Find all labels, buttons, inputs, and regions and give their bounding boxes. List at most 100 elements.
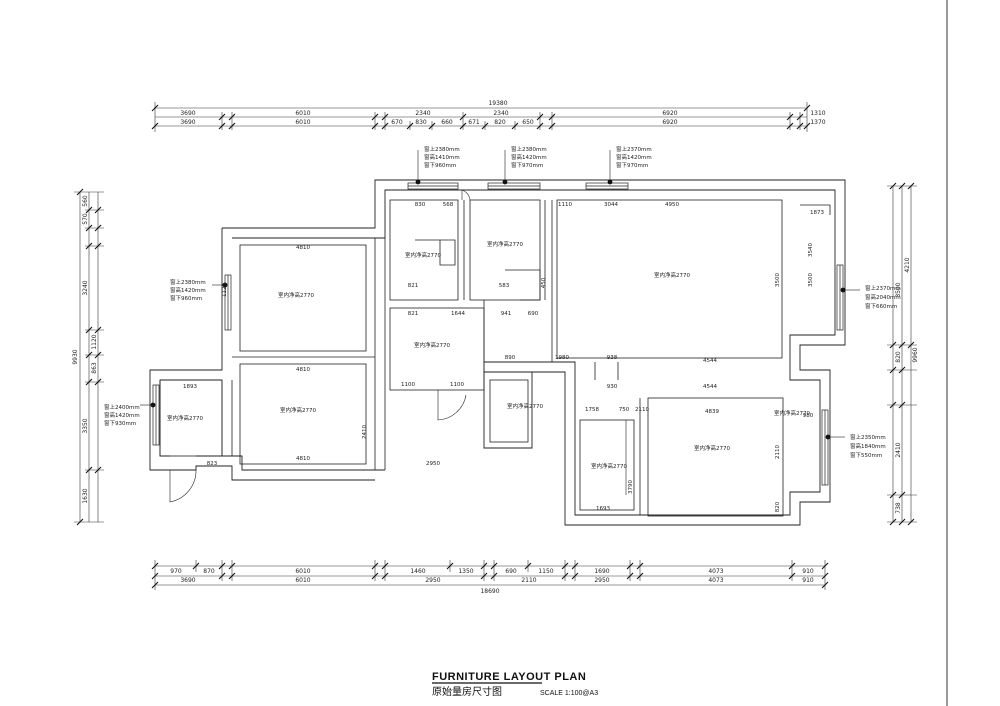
svg-text:4210: 4210 [904,257,911,272]
svg-text:6010: 6010 [295,110,310,117]
svg-text:3690: 3690 [180,119,195,126]
svg-text:1893: 1893 [183,384,197,390]
svg-text:830: 830 [415,119,427,126]
title-english: FURNITURE LAYOUT PLAN [432,671,586,683]
svg-text:室内净高2770: 室内净高2770 [487,240,523,248]
svg-text:980: 980 [803,413,814,419]
svg-text:1120: 1120 [222,283,228,297]
svg-text:6010: 6010 [295,568,310,575]
svg-text:窗上2380mm: 窗上2380mm [511,145,547,153]
svg-text:室内净高2770: 室内净高2770 [694,444,730,452]
bottom-row1-labels: 970 870 6010 1460 1350 690 1150 1690 407… [170,568,814,575]
svg-text:671: 671 [468,119,480,126]
svg-text:窗高2040mm: 窗高2040mm [865,293,901,301]
svg-text:1644: 1644 [451,311,465,317]
svg-text:820: 820 [494,119,506,126]
svg-text:3690: 3690 [180,110,195,117]
svg-text:3500: 3500 [895,282,902,297]
left-overall-dim: 9930 [72,349,79,364]
right-segment-labels: 4210 3500 820 2410 738 [895,257,911,514]
svg-text:窗下930mm: 窗下930mm [104,419,136,427]
svg-text:1150: 1150 [538,568,553,575]
svg-text:窗上2400mm: 窗上2400mm [104,403,140,411]
svg-text:690: 690 [528,311,539,317]
bottom-overall-dim: 18690 [480,588,499,595]
svg-text:4544: 4544 [703,358,717,364]
svg-text:1100: 1100 [450,382,464,388]
svg-text:941: 941 [501,311,512,317]
svg-text:4544: 4544 [703,384,717,390]
window-note-6: 窗上2400mm 窗高1420mm 窗下930mm [104,403,140,427]
window-note-2: 窗上2380mm 窗高1420mm 窗下970mm [511,145,547,169]
svg-text:4810: 4810 [296,456,310,462]
svg-text:2950: 2950 [426,461,440,467]
svg-text:窗高1420mm: 窗高1420mm [511,153,547,161]
svg-text:863: 863 [91,362,98,374]
svg-text:窗高1420mm: 窗高1420mm [104,411,140,419]
svg-text:1693: 1693 [596,506,610,512]
svg-text:1690: 1690 [594,568,609,575]
svg-text:窗上2380mm: 窗上2380mm [170,278,206,286]
svg-text:890: 890 [505,355,516,361]
svg-text:2340: 2340 [493,110,508,117]
left-dimension-lines [74,191,104,523]
window-note-3: 窗上2370mm 窗高1420mm 窗下970mm [616,145,652,169]
svg-text:938: 938 [607,355,618,361]
svg-text:750: 750 [619,407,630,413]
svg-text:1758: 1758 [585,407,599,413]
svg-text:820: 820 [775,501,781,512]
window-note-1: 窗上2380mm 窗高1410mm 窗下960mm [424,145,460,169]
svg-text:4073: 4073 [708,568,723,575]
top-row2-labels: 3690 6010 670 830 660 671 820 650 6920 1… [180,119,825,126]
svg-text:窗下960mm: 窗下960mm [170,294,202,302]
top-dimension-lines [154,102,808,132]
svg-text:室内净高2770: 室内净高2770 [278,291,314,299]
windows [152,182,844,486]
svg-text:870: 870 [203,568,215,575]
svg-text:1460: 1460 [410,568,425,575]
svg-text:1630: 1630 [82,488,89,503]
outer-walls [149,179,846,526]
svg-text:830: 830 [415,202,426,208]
right-overall-dim: 9960 [912,347,919,362]
svg-text:3240: 3240 [82,280,89,295]
svg-text:1980: 1980 [555,355,569,361]
left-segment-labels: 560 570 3240 1120 863 3350 1630 [82,195,98,504]
svg-text:室内净高2770: 室内净高2770 [654,271,690,279]
svg-text:室内净高2770: 室内净高2770 [507,402,543,410]
svg-text:2950: 2950 [594,577,609,584]
svg-text:窗高1840mm: 窗高1840mm [850,442,886,450]
svg-text:4839: 4839 [705,409,719,415]
svg-text:4810: 4810 [296,367,310,373]
svg-text:910: 910 [802,568,814,575]
svg-text:560: 560 [82,195,89,207]
svg-text:583: 583 [499,283,510,289]
title-chinese: 原始量房尺寸图 [432,685,502,698]
svg-text:窗高1420mm: 窗高1420mm [616,153,652,161]
doors [169,189,627,503]
svg-text:1310: 1310 [810,110,825,117]
inner-dimensions: 4810 4810 4810 4950 4544 4544 4839 3500 … [183,202,824,512]
svg-text:2410: 2410 [362,425,368,439]
svg-text:4810: 4810 [296,245,310,251]
svg-text:窗下970mm: 窗下970mm [616,161,648,169]
svg-text:2110: 2110 [775,445,781,459]
svg-text:650: 650 [522,119,534,126]
svg-text:690: 690 [505,568,517,575]
svg-text:窗上2350mm: 窗上2350mm [850,433,886,441]
svg-text:窗上2370mm: 窗上2370mm [865,284,901,292]
svg-text:1120: 1120 [91,334,98,349]
svg-text:821: 821 [408,311,419,317]
bottom-row2-labels: 3690 6010 2950 2110 2950 4073 910 [180,577,814,584]
svg-text:6010: 6010 [295,577,310,584]
svg-text:6920: 6920 [662,119,677,126]
bottom-dimension-lines [154,560,826,590]
svg-text:970: 970 [170,568,182,575]
title-scale: SCALE 1:100@A3 [540,690,598,697]
svg-text:3540: 3540 [808,243,814,257]
svg-text:窗上2370mm: 窗上2370mm [616,145,652,153]
bottom-dimension-ticks [151,562,829,589]
window-note-4: 窗上2380mm 窗高1420mm 窗下960mm [170,278,206,302]
svg-text:窗上2380mm: 窗上2380mm [424,145,460,153]
